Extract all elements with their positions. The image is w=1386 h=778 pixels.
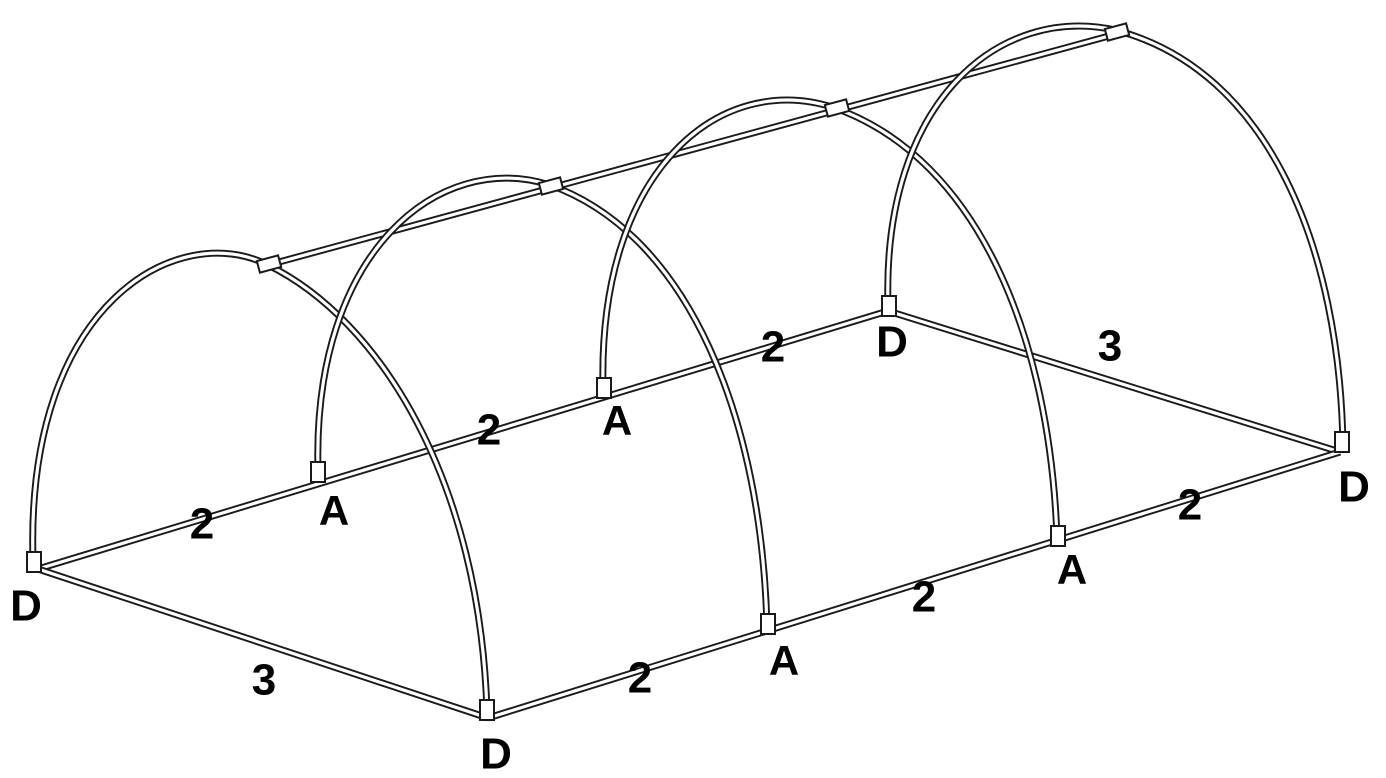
joint-label-back-2: A xyxy=(602,397,632,444)
ridge-pipe xyxy=(267,29,1121,269)
ridge-fittings xyxy=(255,22,1131,274)
corner-labels: D D D D xyxy=(10,318,1370,778)
base-fittings xyxy=(26,295,1350,721)
length-label-front-2: 2 xyxy=(912,573,936,622)
length-label-back-1: 2 xyxy=(190,500,214,549)
arch-2 xyxy=(314,174,771,629)
base-pipe-right-end xyxy=(886,307,1342,456)
base-pipe-left-end xyxy=(36,565,490,722)
length-label-back-2: 2 xyxy=(477,406,501,455)
base-pipe-back xyxy=(36,307,890,573)
corner-label-left: D xyxy=(10,582,42,631)
base-pipe-front xyxy=(486,448,1342,722)
corner-label-right: D xyxy=(1338,463,1370,512)
joint-label-front-1: A xyxy=(1057,546,1087,593)
length-label-right-end: 3 xyxy=(1098,322,1122,371)
length-label-front-3: 2 xyxy=(628,654,652,703)
corner-label-back: D xyxy=(876,318,908,367)
base-frame xyxy=(36,307,1342,722)
corner-label-front: D xyxy=(480,730,512,778)
length-labels: 2 2 2 3 2 2 2 3 xyxy=(190,322,1202,705)
arch-3 xyxy=(599,96,1061,539)
joint-label-front-2: A xyxy=(769,637,799,684)
joint-label-back-1: A xyxy=(319,487,349,534)
joint-labels: A A A A xyxy=(319,397,1087,684)
length-label-front-1: 2 xyxy=(1178,481,1202,530)
length-label-left-end: 3 xyxy=(252,656,276,705)
length-label-back-3: 2 xyxy=(761,323,785,372)
